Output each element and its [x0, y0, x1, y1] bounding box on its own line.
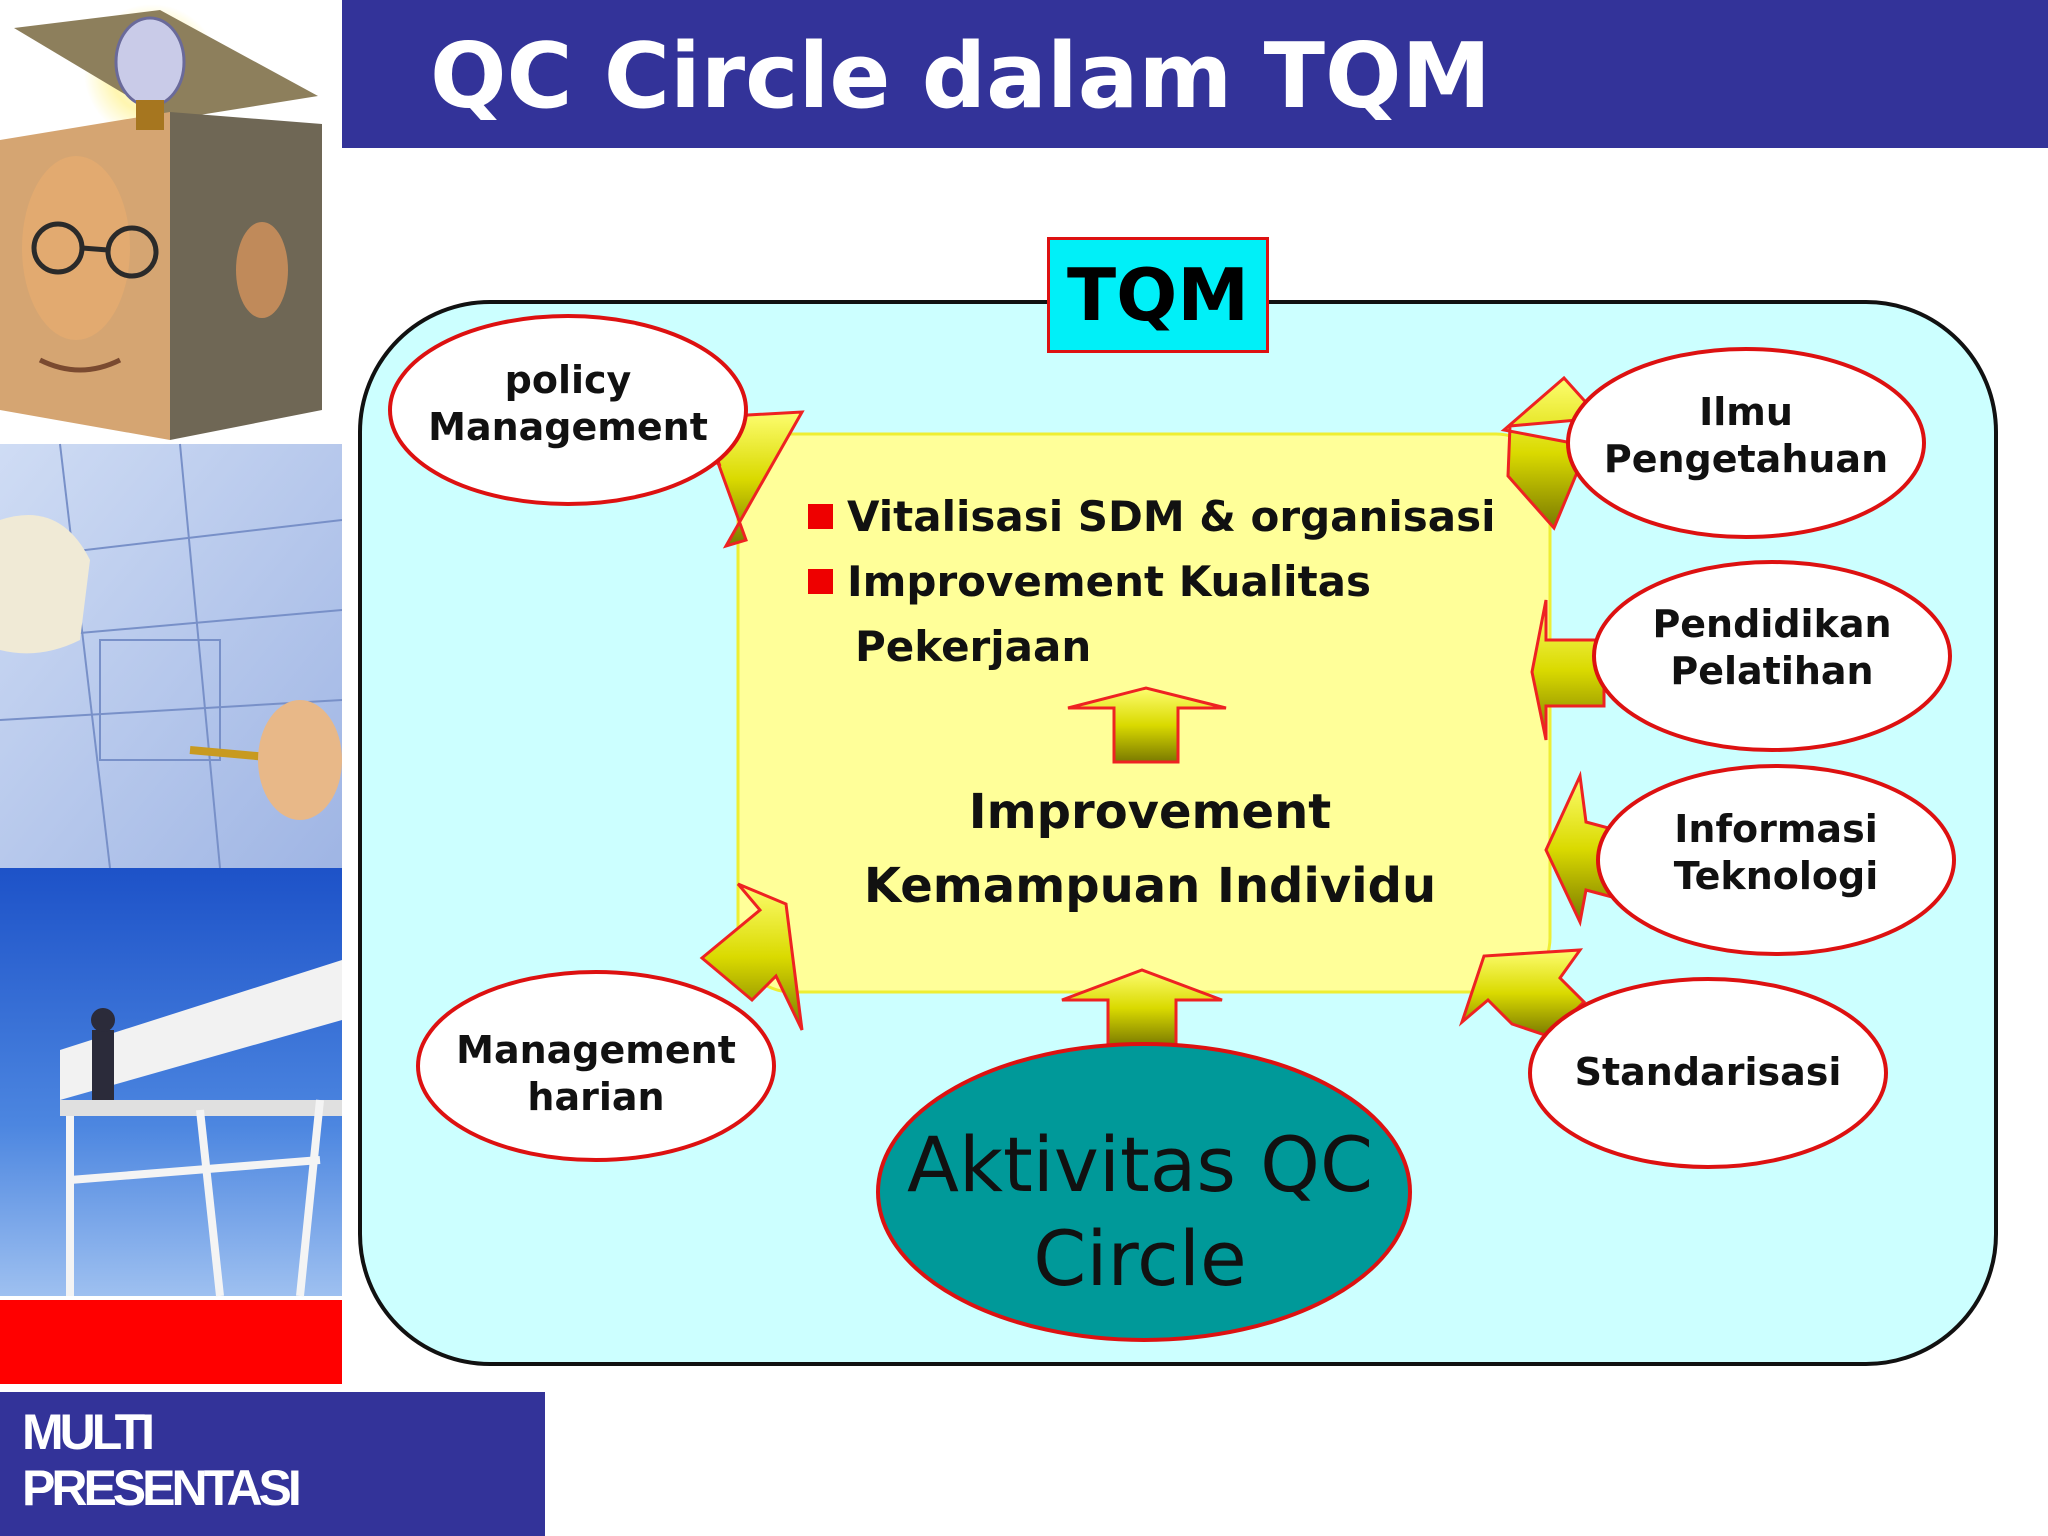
label-informasi-teknologi: Informasi Teknologi	[1616, 806, 1936, 900]
arrow-standarisasi	[1458, 948, 1587, 1038]
arrow-pendidikan	[1530, 599, 1606, 741]
center-bullet-2-continued: Pekerjaan	[855, 622, 1092, 671]
center-bullet-2-text: Improvement Kualitas	[847, 557, 1371, 606]
center-bullet-1: Vitalisasi SDM & organisasi	[808, 492, 1496, 542]
label-ilmu-line-1: Ilmu	[1699, 390, 1793, 434]
bullet-square-icon	[808, 569, 833, 594]
label-policy-line-2: Management	[428, 405, 708, 449]
center-bullet-1-text: Vitalisasi SDM & organisasi	[847, 492, 1496, 541]
qc-circle-label: Aktivitas QC Circle	[880, 1118, 1400, 1306]
tqm-label-box: TQM	[1047, 237, 1269, 353]
blueprint-photo	[0, 443, 342, 869]
label-standarisasi: Standarisasi	[1574, 1050, 1842, 1094]
label-policy-management: policy Management	[408, 357, 728, 451]
lifeguard-tower-photo	[0, 868, 342, 1297]
ellipse-informasi-teknologi	[1596, 764, 1956, 956]
ellipse-management-harian	[416, 970, 776, 1162]
label-management-harian: Management harian	[436, 1027, 756, 1121]
bullet-square-icon	[808, 504, 833, 529]
label-harian-line-2: harian	[527, 1075, 665, 1119]
ellipse-policy-management	[388, 314, 748, 506]
qc-circle-label-line-1: Aktivitas QC	[906, 1120, 1374, 1209]
brand-box: MULTI PRESENTASI	[0, 1392, 545, 1536]
arrow-center-up	[1067, 686, 1227, 764]
brand-line-2: PRESENTASI	[22, 1460, 302, 1516]
brand-line-1: MULTI	[22, 1404, 155, 1460]
title-bar	[342, 0, 2048, 148]
lightbulb-box-head-icon	[0, 4, 322, 440]
arrow-qc-up	[1061, 968, 1223, 1048]
label-ilmu-line-2: Pengetahuan	[1603, 437, 1889, 481]
center-label: Improvement Kemampuan Individu	[740, 775, 1560, 923]
label-informasi-line-1: Informasi	[1674, 807, 1878, 851]
red-accent-block	[0, 1300, 342, 1384]
center-label-line-2: Kemampuan Individu	[863, 858, 1437, 914]
label-informasi-line-2: Teknologi	[1673, 854, 1879, 898]
center-label-line-1: Improvement	[968, 784, 1332, 840]
left-image-strip	[0, 4, 342, 1384]
label-pendidikan-pelatihan: Pendidikan Pelatihan	[1612, 601, 1932, 695]
label-harian-line-1: Management	[456, 1028, 736, 1072]
ellipse-ilmu-pengetahuan	[1566, 347, 1926, 539]
label-pendidikan-line-1: Pendidikan	[1652, 602, 1892, 646]
ellipse-pendidikan-pelatihan	[1592, 560, 1952, 752]
qc-circle-node	[876, 1042, 1412, 1342]
label-policy-line-1: policy	[504, 358, 632, 402]
label-pendidikan-line-2: Pelatihan	[1670, 649, 1874, 693]
center-bullet-2: Improvement Kualitas	[808, 557, 1371, 607]
ellipse-standarisasi	[1528, 977, 1888, 1169]
label-ilmu-pengetahuan: Ilmu Pengetahuan	[1586, 389, 1906, 483]
page-title: QC Circle dalam TQM	[430, 24, 1492, 129]
qc-circle-label-line-2: Circle	[1033, 1214, 1247, 1303]
arrow-harian	[699, 882, 804, 1031]
